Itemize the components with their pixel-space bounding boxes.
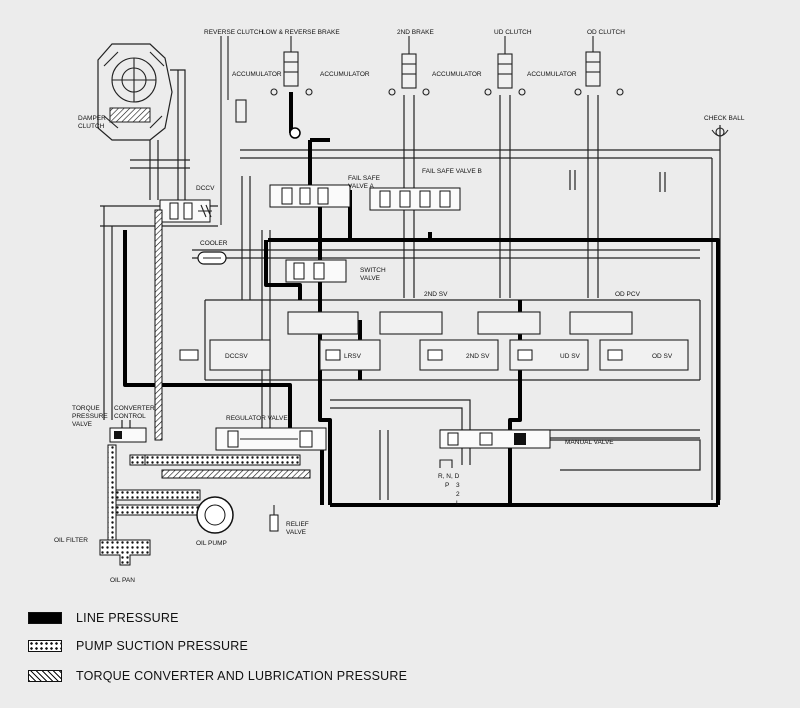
line-pressure-swatch	[28, 612, 62, 624]
label-switch: SWITCH	[360, 267, 386, 274]
label-range-2: 2	[456, 491, 460, 498]
accumulator-od	[574, 36, 624, 96]
label-accumulator-4: ACCUMULATOR	[527, 71, 577, 78]
label-fail-safe-b: FAIL SAFE VALVE B	[422, 168, 482, 175]
label-check-ball: CHECK BALL	[704, 115, 745, 122]
label-od-clutch: OD CLUTCH	[587, 29, 625, 36]
fail-safe-valve-b	[369, 187, 461, 211]
label-converter: CONVERTER	[114, 405, 155, 412]
regulator-valve	[215, 427, 327, 451]
label-pressure: PRESSURE	[72, 413, 108, 420]
label-2nd-sv-top: 2ND SV	[424, 291, 448, 298]
label-fail-safe-a-1: FAIL SAFE	[348, 175, 381, 182]
label-ud-clutch: UD CLUTCH	[494, 29, 532, 36]
label-reverse-clutch: REVERSE CLUTCH	[204, 29, 264, 36]
label-torque: TORQUE	[72, 405, 100, 412]
accumulator-low-reverse	[270, 36, 313, 96]
legend-label: PUMP SUCTION PRESSURE	[76, 639, 249, 653]
legend-label: TORQUE CONVERTER AND LUBRICATION PRESSUR…	[76, 669, 408, 683]
torque-converter	[97, 43, 173, 141]
label-dccv: DCCV	[196, 185, 215, 192]
manual-valve	[439, 429, 551, 449]
legend-label: LINE PRESSURE	[76, 611, 179, 625]
line-pressure-passages	[123, 92, 720, 507]
label-relief: RELIEF	[286, 521, 309, 528]
oil-filter	[99, 539, 151, 566]
label-range-rnd: R, N, D	[438, 473, 460, 480]
fluid-passages	[100, 69, 721, 500]
label-cooler: COOLER	[200, 240, 228, 247]
label-low-reverse-brake: LOW & REVERSE BRAKE	[262, 29, 340, 36]
label-oil-pump: OIL PUMP	[196, 540, 227, 547]
label-range-l: L	[456, 500, 460, 507]
label-od-sv: OD SV	[652, 353, 673, 360]
check-ball-line	[289, 127, 301, 139]
oil-pump	[196, 496, 234, 534]
label-accumulator-3: ACCUMULATOR	[432, 71, 482, 78]
cooler	[197, 251, 227, 265]
solenoid-bank	[179, 311, 689, 371]
label-fail-safe-a-2: VALVE A	[348, 183, 374, 190]
fail-safe-valve-a	[269, 184, 351, 208]
relief-valve	[269, 505, 279, 532]
pump-suction-swatch	[28, 640, 62, 652]
diagram-labels: REVERSE CLUTCH LOW & REVERSE BRAKE 2ND B…	[54, 29, 745, 584]
circuit-drawing: REVERSE CLUTCH LOW & REVERSE BRAKE 2ND B…	[54, 29, 745, 584]
label-manual-valve: MANUAL VALVE	[565, 439, 614, 446]
check-ball	[711, 127, 729, 137]
pump-suction-passages	[107, 444, 301, 541]
accumulator-reverse	[220, 36, 247, 225]
dccv-valve	[159, 199, 212, 223]
label-accumulator-2: ACCUMULATOR	[320, 71, 370, 78]
label-dccsv: DCCSV	[225, 353, 248, 360]
label-ud-sv: UD SV	[560, 353, 581, 360]
label-relief-valve: VALVE	[286, 529, 307, 536]
torque-converter-swatch	[28, 670, 62, 682]
label-damper: DAMPER	[78, 115, 106, 122]
label-2nd-brake: 2ND BRAKE	[397, 29, 435, 36]
label-control: CONTROL	[114, 413, 146, 420]
label-regulator-valve: REGULATOR VALVE	[226, 415, 288, 422]
label-2nd-sv: 2ND SV	[466, 353, 490, 360]
range-indicator	[439, 459, 453, 468]
label-od-pcv: OD PCV	[615, 291, 641, 298]
torque-pressure-valve	[109, 427, 147, 443]
accumulator-2nd	[388, 36, 430, 96]
label-clutch: CLUTCH	[78, 123, 105, 130]
label-lrsv: LRSV	[344, 353, 362, 360]
label-accumulator-1: ACCUMULATOR	[232, 71, 282, 78]
label-range-3: 3	[456, 482, 460, 489]
torque-converter-passages	[154, 209, 311, 479]
label-valve: VALVE	[72, 421, 93, 428]
label-switch-valve: VALVE	[360, 275, 381, 282]
switch-valve	[285, 259, 347, 283]
label-oil-filter: OIL FILTER	[54, 537, 88, 544]
label-range-p: P	[445, 482, 449, 489]
label-oil-pan: OIL PAN	[110, 577, 135, 584]
accumulator-ud	[484, 36, 526, 96]
